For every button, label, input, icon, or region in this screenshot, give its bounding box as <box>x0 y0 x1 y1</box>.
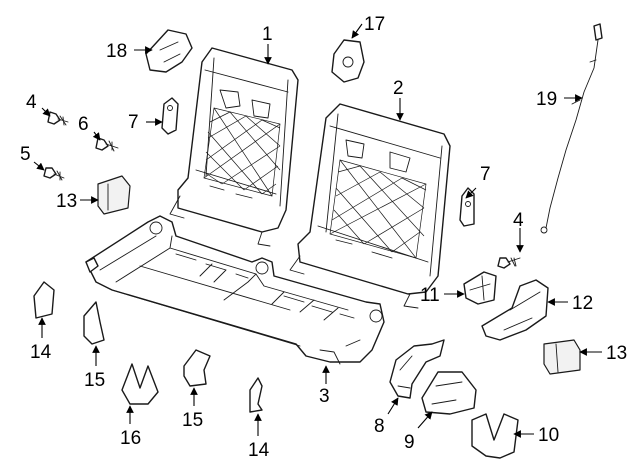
callout-17: 17 <box>364 14 385 35</box>
cap-14-left <box>33 281 55 319</box>
callout-15b: 15 <box>182 410 203 431</box>
callout-9: 9 <box>404 432 415 453</box>
callout-19: 19 <box>536 89 557 110</box>
strap-16 <box>121 363 159 405</box>
bolt-4-left <box>47 111 69 126</box>
seat-back-frame-left <box>169 47 299 247</box>
seat-cushion-frame <box>85 215 385 365</box>
clip-14-bottom <box>249 377 263 413</box>
callout-5: 5 <box>20 144 31 165</box>
callout-8: 8 <box>374 416 385 437</box>
hinge-bracket-7-right <box>459 187 475 227</box>
bracket-15-left <box>83 301 105 345</box>
callout-1: 1 <box>262 24 273 45</box>
bolt-6 <box>95 137 119 152</box>
hinge-bracket-7-left <box>161 97 179 135</box>
side-trim-12 <box>481 279 549 341</box>
trim-cover-9 <box>421 371 477 415</box>
callout-4b: 4 <box>513 210 524 231</box>
callout-15a: 15 <box>84 370 105 391</box>
cover-13-right <box>543 339 581 375</box>
release-cable-19 <box>540 23 603 234</box>
callout-16: 16 <box>120 428 141 449</box>
cover-13-left <box>97 175 131 215</box>
leader-lines <box>33 23 602 438</box>
callout-2: 2 <box>393 78 404 99</box>
bolt-4-right <box>497 257 521 269</box>
callout-12: 12 <box>572 293 593 314</box>
callout-18: 18 <box>106 41 127 62</box>
callout-7b: 7 <box>480 164 491 185</box>
latch-17 <box>331 39 365 83</box>
bolt-5 <box>43 167 65 181</box>
callout-11: 11 <box>420 285 440 306</box>
callout-4a: 4 <box>26 92 37 113</box>
bracket-18 <box>145 29 193 73</box>
callout-3: 3 <box>319 386 330 407</box>
bracket-8 <box>389 339 445 399</box>
callout-13a: 13 <box>56 191 77 212</box>
seat-back-frame-right <box>289 103 451 309</box>
callout-10: 10 <box>538 425 559 446</box>
callout-14b: 14 <box>248 440 270 461</box>
callout-6: 6 <box>78 114 89 135</box>
u-clip-10 <box>471 413 519 459</box>
callout-labels: 1 2 3 4 4 5 6 7 7 8 9 10 11 12 13 13 14 … <box>20 14 627 461</box>
latch-bracket-11 <box>463 271 497 305</box>
clip-15-bottom <box>183 349 211 387</box>
callout-7a: 7 <box>128 112 139 133</box>
callout-14a: 14 <box>30 342 52 363</box>
callout-13b: 13 <box>606 343 627 364</box>
